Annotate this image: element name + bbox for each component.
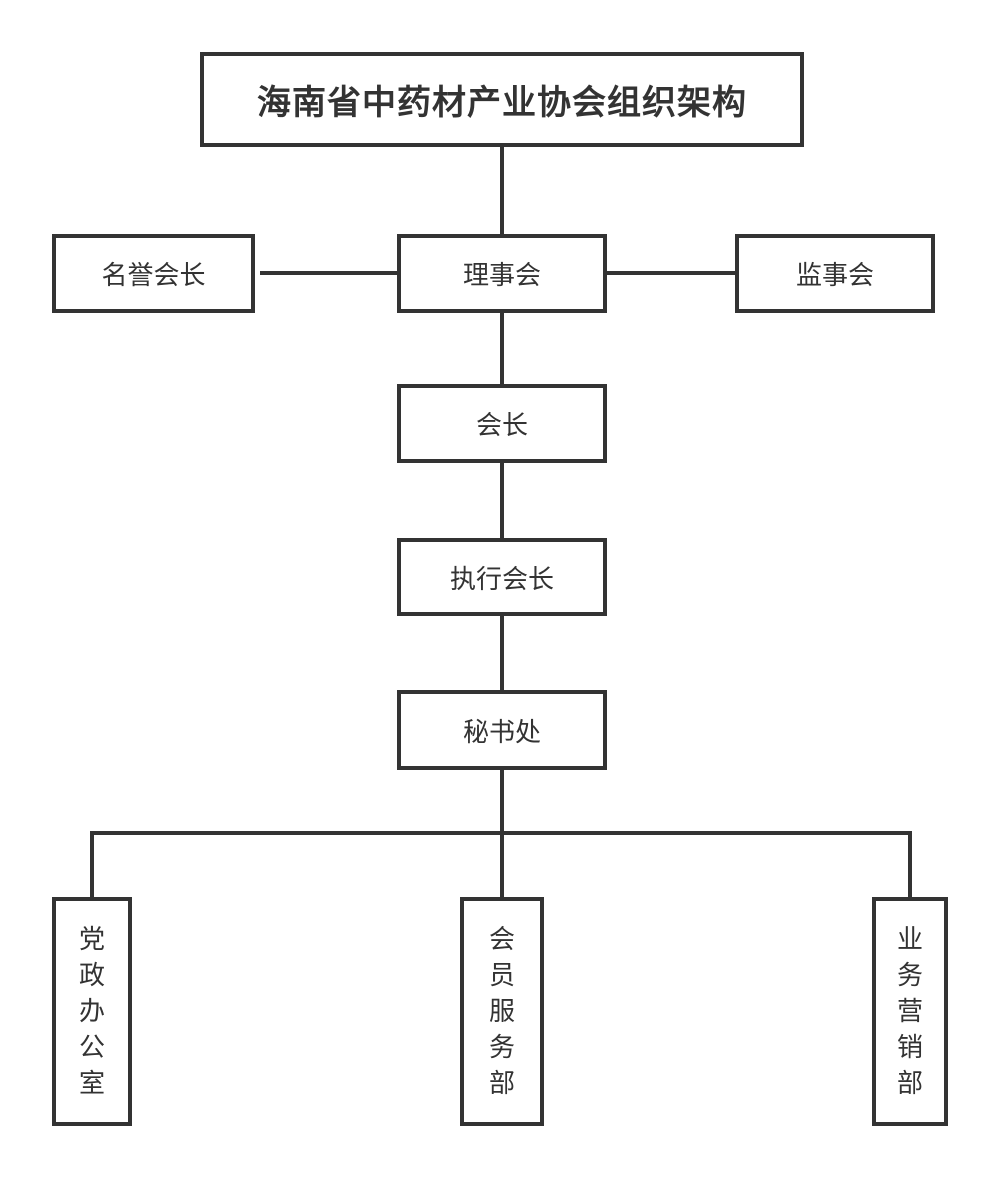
node-executive-president-label: 执行会长 (449, 564, 554, 595)
node-secretariat-label: 秘书处 (462, 717, 541, 748)
node-president: 会长 (397, 384, 607, 463)
node-party-admin-office-label: 党政办公室 (78, 924, 105, 1099)
node-supervisory-board-label: 监事会 (795, 261, 874, 291)
node-executive-president: 执行会长 (397, 538, 607, 616)
node-honorary-president: 名誉会长 (52, 234, 255, 313)
node-honorary-president-label: 名誉会长 (101, 261, 206, 291)
node-council: 理事会 (397, 234, 607, 313)
node-business-marketing-dept: 业务营销部 (872, 897, 948, 1126)
node-member-services-dept-label: 会员服务部 (488, 924, 515, 1099)
node-council-label: 理事会 (462, 261, 541, 291)
node-member-services-dept: 会员服务部 (460, 897, 544, 1126)
node-president-label: 会长 (475, 411, 528, 441)
node-supervisory-board: 监事会 (735, 234, 935, 313)
node-secretariat: 秘书处 (397, 690, 607, 770)
diagram-title-box: 海南省中药材产业协会组织架构 (200, 52, 804, 147)
node-party-admin-office: 党政办公室 (52, 897, 132, 1126)
node-business-marketing-dept-label: 业务营销部 (896, 924, 923, 1099)
diagram-title: 海南省中药材产业协会组织架构 (257, 83, 747, 123)
